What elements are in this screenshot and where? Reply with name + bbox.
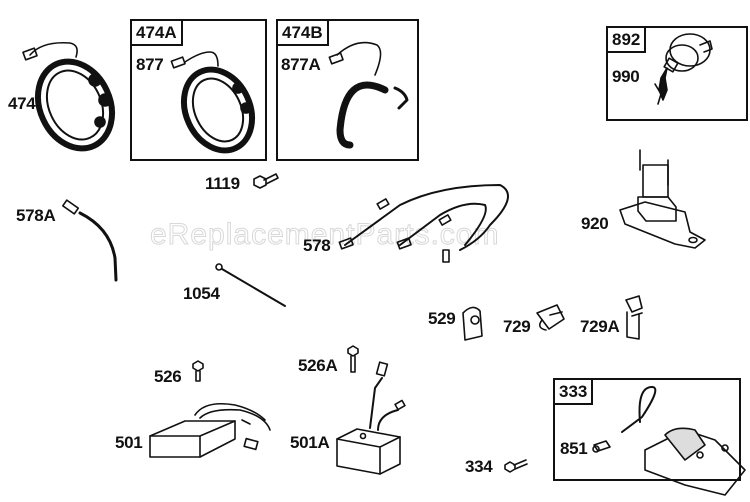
callout-529[interactable]: 529: [428, 309, 456, 328]
callout-1054[interactable]: 1054: [183, 284, 220, 303]
frame-tag-333[interactable]: 333: [553, 378, 594, 405]
screw-334-icon[interactable]: [504, 459, 528, 473]
frame-892: 892: [606, 26, 748, 121]
callout-877a[interactable]: 877A: [281, 55, 321, 74]
callout-578[interactable]: 578: [303, 236, 331, 255]
callout-851[interactable]: 851: [560, 439, 588, 458]
callout-501[interactable]: 501: [115, 433, 143, 452]
callout-501a[interactable]: 501A: [290, 433, 330, 452]
callout-578a[interactable]: 578A: [16, 206, 56, 225]
callout-729[interactable]: 729: [503, 317, 531, 336]
frame-333: 333: [553, 378, 741, 481]
terminal-851-icon[interactable]: [592, 440, 611, 453]
frame-tag-892[interactable]: 892: [606, 26, 647, 53]
callout-526[interactable]: 526: [154, 367, 182, 386]
stator-474b-icon[interactable]: [328, 41, 409, 149]
regulator-501-icon[interactable]: [149, 402, 271, 458]
clamp-729-icon[interactable]: [536, 304, 565, 331]
regulator-501a-icon[interactable]: [336, 361, 406, 475]
ignition-switch-icon[interactable]: [654, 33, 713, 105]
callout-729a[interactable]: 729A: [580, 317, 620, 336]
stator-474a-icon[interactable]: [170, 51, 265, 162]
frame-tag-474a[interactable]: 474A: [130, 19, 183, 46]
callout-1119[interactable]: 1119: [205, 174, 240, 193]
ignition-armature-icon[interactable]: [621, 386, 746, 496]
screw-526a-icon[interactable]: [347, 345, 359, 373]
callout-526a[interactable]: 526A: [298, 356, 338, 375]
cable-tie-1054-icon[interactable]: [215, 263, 286, 307]
callout-920[interactable]: 920: [581, 214, 609, 233]
starter-solenoid-icon[interactable]: [619, 149, 706, 249]
callout-877[interactable]: 877: [136, 55, 164, 74]
frame-474b: 474B: [276, 19, 419, 161]
ground-wire-578a-icon[interactable]: [61, 199, 118, 282]
screw-526-icon[interactable]: [192, 360, 204, 382]
callout-990[interactable]: 990: [612, 67, 640, 86]
stator-474-icon[interactable]: [22, 41, 126, 161]
frame-474a: 474A: [130, 19, 267, 161]
wiring-harness-578-icon[interactable]: [338, 184, 509, 263]
clip-529-icon[interactable]: [462, 306, 483, 341]
callout-334[interactable]: 334: [465, 457, 493, 476]
frame-tag-474b[interactable]: 474B: [276, 19, 329, 46]
callout-474[interactable]: 474: [8, 94, 36, 113]
screw-1119-icon[interactable]: [253, 173, 279, 189]
bracket-729a-icon[interactable]: [625, 295, 643, 340]
